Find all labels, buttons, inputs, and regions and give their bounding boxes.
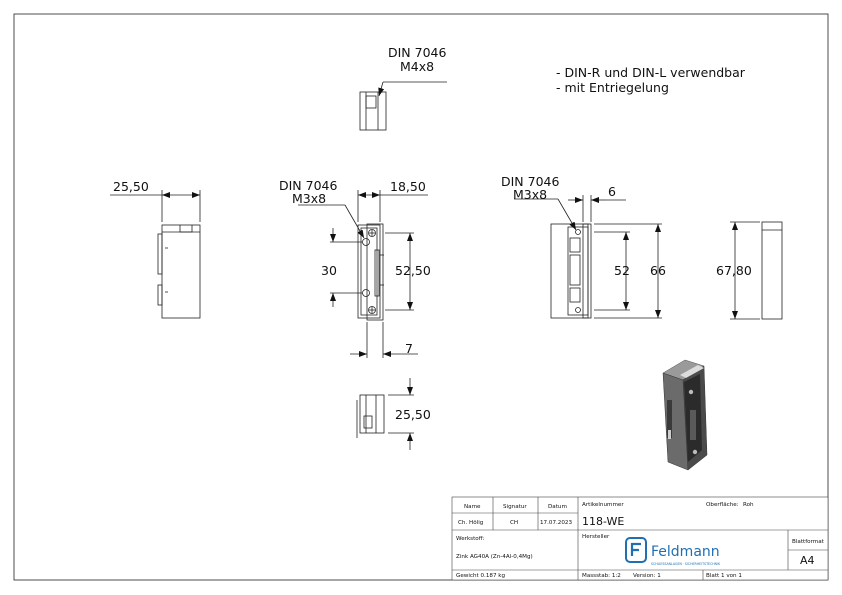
top-din-label: DIN 7046 (388, 45, 446, 60)
face-screw-label: M3x8 (513, 187, 547, 202)
tb-surface-value: Roh (743, 502, 754, 508)
tb-scale: Massstab: 1:2 (582, 573, 621, 579)
front-screw-label: M3x8 (292, 191, 326, 206)
front-bottom-dim: 7 (405, 341, 413, 356)
face-outer-height-dim: 66 (650, 263, 666, 278)
front-din-label: DIN 7046 (279, 178, 337, 193)
left-side-view (110, 190, 201, 319)
note-line-2: - mit Entriegelung (556, 80, 669, 95)
tb-material-value: Zink AG40A (Zn-4Al-0,4Mg) (456, 554, 533, 560)
note-line-1: - DIN-R und DIN-L verwendbar (556, 65, 746, 80)
tb-surface-label: Oberfläche: (706, 502, 739, 508)
tb-format-value: A4 (800, 554, 815, 567)
top-screw-label: M4x8 (400, 59, 434, 74)
right-height-dim: 67,80 (716, 263, 752, 278)
tb-material-label: Werkstoff: (456, 536, 485, 542)
tb-date-value: 17.07.2023 (540, 520, 572, 526)
face-din-label: DIN 7046 (501, 174, 559, 189)
front-view (298, 190, 428, 358)
sheet-border (13, 13, 829, 581)
notes-block: - DIN-R und DIN-L verwendbar - mit Entri… (556, 65, 746, 95)
brand-tagline: SCHLIESSANLAGEN · SICHERHEITSTECHNIK (651, 562, 721, 566)
isometric-render (662, 359, 708, 471)
front-height-dim: 52,50 (395, 263, 431, 278)
tb-article-label: Artikelnummer (582, 502, 624, 508)
bottom-depth-dim: 25,50 (395, 407, 431, 422)
tb-name-value: Ch. Hölig (458, 520, 484, 526)
face-inner-height-dim: 52 (614, 263, 630, 278)
tb-signature-header: Signatur (503, 504, 527, 510)
bottom-view (356, 378, 414, 450)
top-view (359, 81, 447, 131)
tb-version: Version: 1 (633, 573, 661, 579)
face-offset-dim: 6 (608, 184, 616, 199)
tb-signature-value: CH (510, 520, 518, 526)
feldmann-logo-mark-icon (625, 537, 647, 563)
tb-manufacturer-label: Hersteller (582, 534, 610, 540)
right-side-view (730, 221, 783, 320)
tb-date-header: Datum (548, 504, 567, 510)
tb-format-label: Blattformat (792, 539, 825, 545)
left-width-dim: 25,50 (113, 179, 149, 194)
brand-name: Feldmann (651, 544, 720, 560)
tb-weight: Gewicht 0.187 kg (456, 573, 506, 579)
faceplate-view (514, 195, 662, 319)
front-hole-spacing-dim: 30 (321, 263, 337, 278)
feldmann-logo: Feldmann SCHLIESSANLAGEN · SICHERHEITSTE… (625, 537, 721, 566)
tb-article-value: 118-WE (582, 515, 624, 528)
front-width-dim: 18,50 (390, 179, 426, 194)
tb-name-header: Name (464, 504, 481, 510)
tb-sheet: Blatt 1 von 1 (706, 573, 742, 579)
